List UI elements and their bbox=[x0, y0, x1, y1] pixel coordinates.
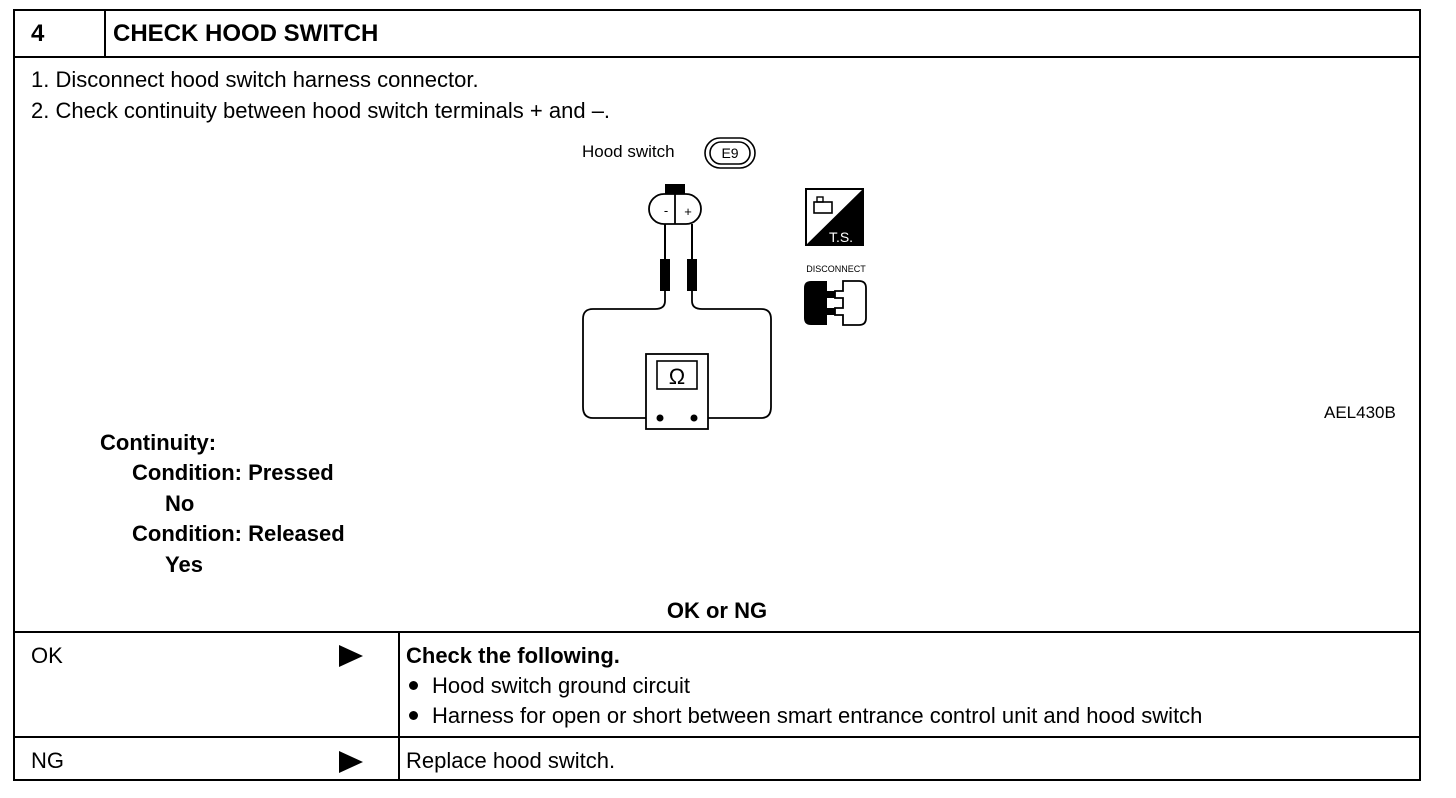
disconnect-label: DISCONNECT bbox=[806, 264, 866, 274]
ok-item-1: Hood switch ground circuit bbox=[409, 673, 690, 699]
ohmmeter-display bbox=[656, 360, 698, 390]
connector-id: E9 bbox=[721, 145, 738, 161]
spec-title: Continuity: bbox=[100, 430, 217, 455]
hood-switch-continuity-diagram: Hood switch E9 - + Ω bbox=[582, 137, 772, 430]
ohm-symbol: Ω bbox=[669, 364, 685, 389]
ng-arrow-icon bbox=[339, 751, 363, 773]
connector-lock-tab bbox=[665, 184, 685, 194]
lead-positive bbox=[691, 291, 772, 419]
probe-positive bbox=[687, 259, 697, 291]
result-prompt: OK or NG bbox=[666, 598, 768, 623]
bullet-icon bbox=[409, 710, 418, 720]
bullet-icon bbox=[409, 680, 418, 690]
spec-condition-pressed: Condition: Pressed bbox=[132, 460, 334, 485]
ok-action-title: Check the following. bbox=[406, 643, 620, 668]
results-divider-middle bbox=[15, 736, 1419, 738]
header-column-divider bbox=[104, 11, 106, 56]
ts-icon: T.S. bbox=[805, 188, 864, 246]
step-number: 4 bbox=[31, 20, 45, 47]
spec-value-pressed: No bbox=[165, 491, 195, 516]
ng-action: Replace hood switch. bbox=[406, 748, 616, 773]
ok-label: OK bbox=[31, 643, 63, 668]
results-column-divider bbox=[398, 631, 400, 779]
ok-arrow-icon bbox=[339, 645, 363, 667]
spec-condition-released: Condition: Released bbox=[132, 521, 345, 546]
ts-label: T.S. bbox=[829, 229, 853, 245]
header-divider bbox=[15, 56, 1419, 58]
procedure-step-2: 2. Check continuity between hood switch … bbox=[31, 98, 611, 123]
ok-item-2: Harness for open or short between smart … bbox=[409, 703, 1202, 729]
terminal-negative: - bbox=[664, 203, 668, 218]
terminal-positive: + bbox=[684, 204, 692, 219]
spec-value-released: Yes bbox=[165, 552, 203, 577]
step-title: CHECK HOOD SWITCH bbox=[113, 20, 379, 47]
hood-switch-label: Hood switch bbox=[582, 142, 675, 161]
probe-negative bbox=[660, 259, 670, 291]
figure-code: AEL430B bbox=[1324, 403, 1396, 422]
results-divider-top bbox=[15, 631, 1419, 633]
lead-negative bbox=[582, 291, 666, 419]
connector-badge-inner bbox=[709, 141, 751, 165]
ok-item-2-text: Harness for open or short between smart … bbox=[432, 703, 1203, 728]
ng-label: NG bbox=[31, 748, 64, 773]
diagnostic-step-table: 4 CHECK HOOD SWITCH 1. Disconnect hood s… bbox=[13, 9, 1421, 781]
ok-item-1-text: Hood switch ground circuit bbox=[432, 673, 691, 698]
disconnect-icon: DISCONNECT bbox=[804, 264, 867, 326]
procedure-step-1: 1. Disconnect hood switch harness connec… bbox=[31, 67, 479, 92]
